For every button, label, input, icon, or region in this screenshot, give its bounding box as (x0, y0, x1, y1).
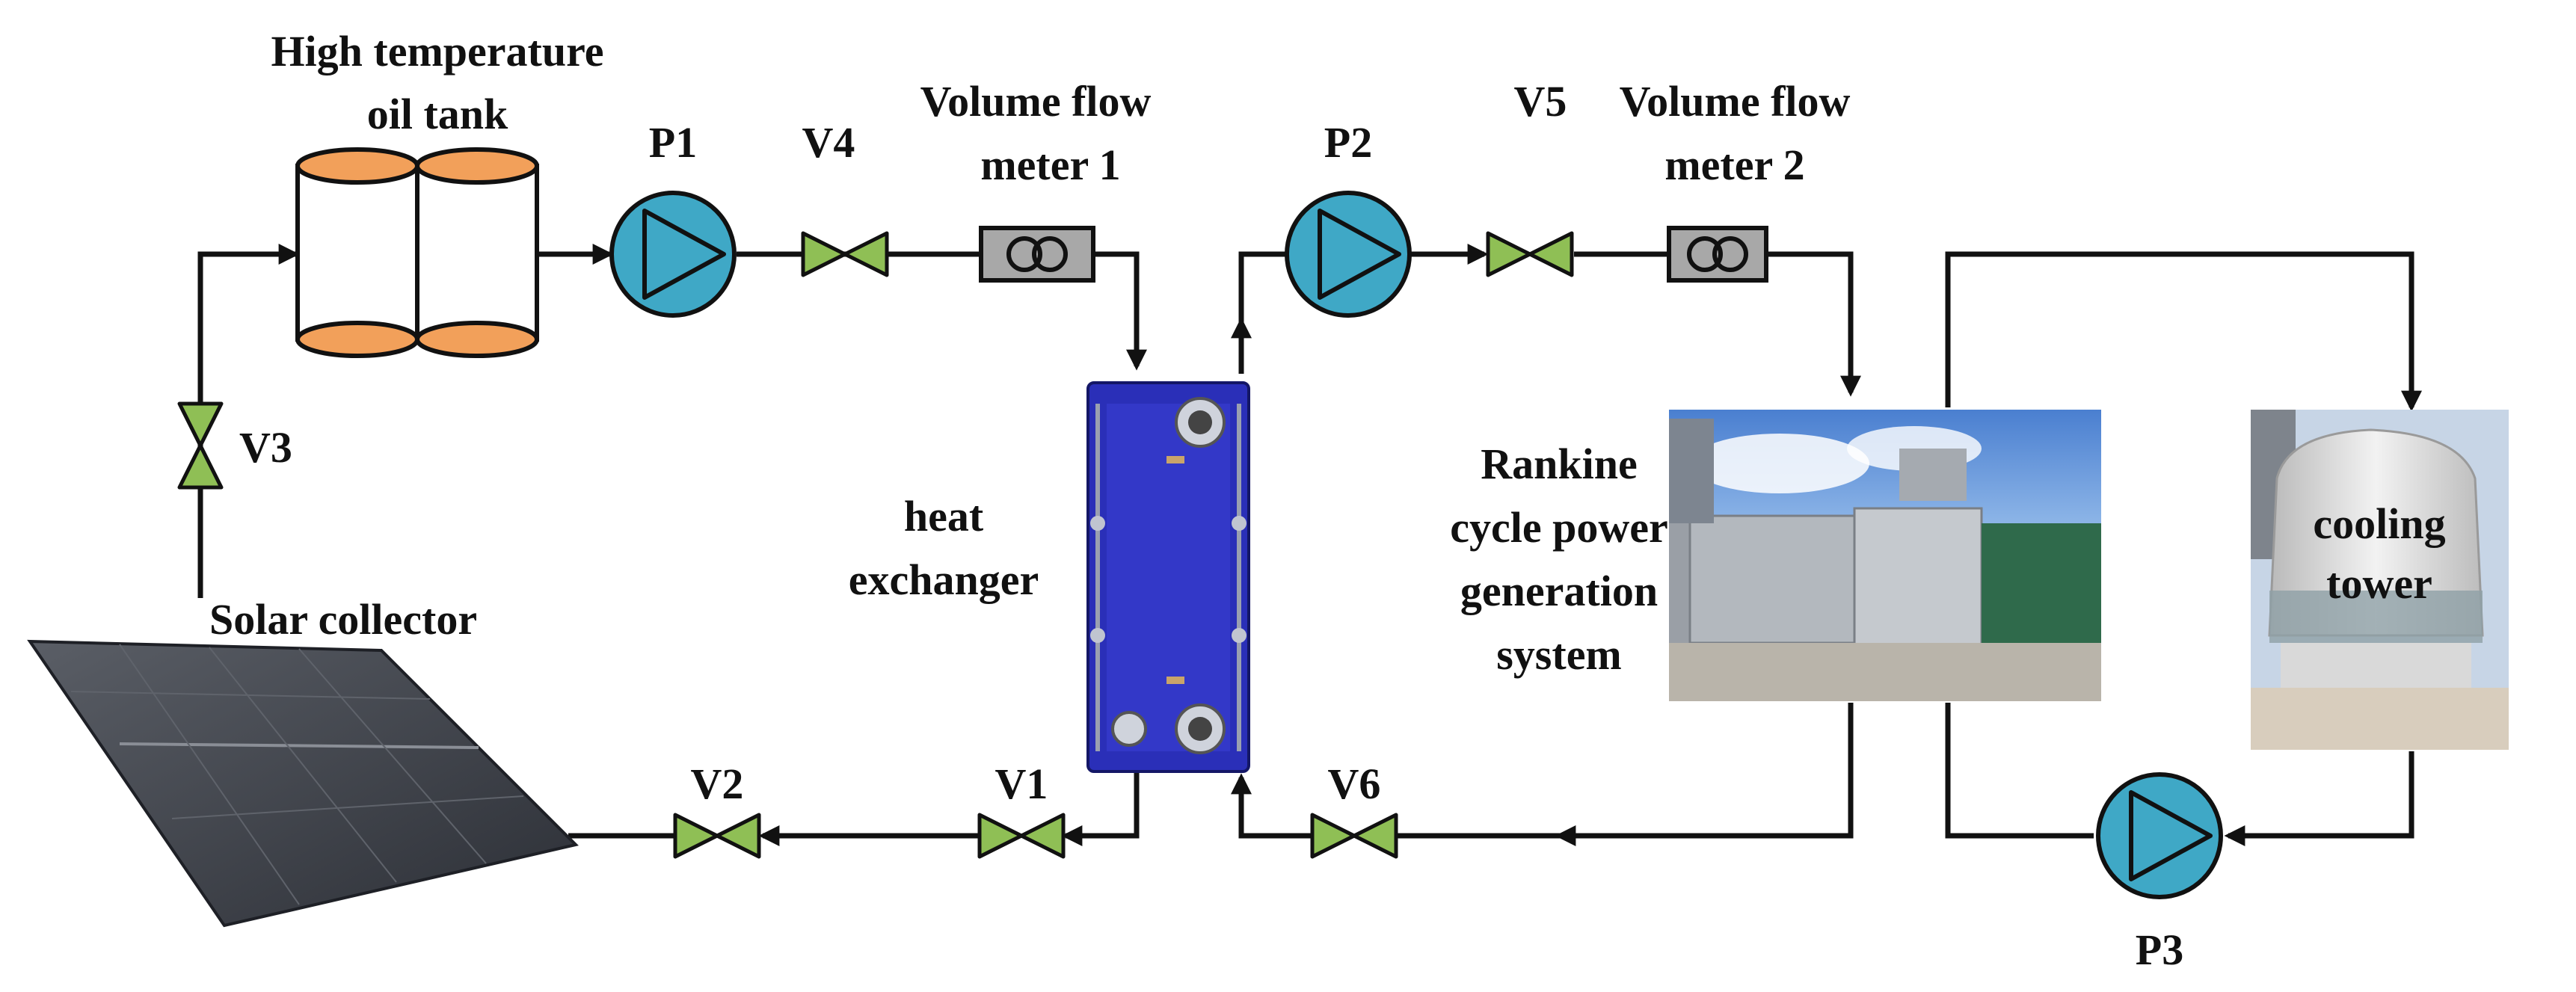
v5-label: V5 (1514, 77, 1567, 126)
v4-label: V4 (802, 118, 855, 167)
flow-meter-1: Volume flow meter 1 (920, 77, 1152, 283)
valve-icon (1310, 813, 1398, 859)
cooling-label-line2: tower (2326, 559, 2432, 608)
oil-tank: High temperature oil tank (271, 27, 604, 358)
v1-label: V1 (995, 760, 1048, 808)
heat-exchanger-label-line1: heat (904, 492, 984, 540)
rankine-label-line4: system (1496, 630, 1622, 679)
pump-icon (1285, 191, 1412, 318)
pump-icon (2096, 772, 2223, 899)
v2-label: V2 (691, 760, 744, 808)
pipe-network (197, 244, 2422, 846)
p2-label: P2 (1324, 118, 1372, 167)
valve-v6: V6 (1310, 760, 1398, 859)
meter2-label-line2: meter 2 (1664, 141, 1804, 189)
valve-icon (177, 401, 224, 490)
pump-icon (609, 191, 737, 318)
rankine-label-line3: generation (1460, 567, 1658, 615)
meter2-label-line1: Volume flow (1620, 77, 1851, 126)
flow-meter-2: Volume flow meter 2 (1620, 77, 1851, 283)
tank-label-line2: oil tank (367, 90, 508, 138)
pipe-rankine-to-tower (1945, 251, 2422, 412)
pipe-exchanger-to-p2 (1238, 251, 1286, 329)
meter1-label-line2: meter 1 (980, 141, 1120, 189)
rankine-label-line2: cycle power (1450, 503, 1667, 552)
v3-label: V3 (239, 423, 292, 472)
rankine-system: Rankine cycle power generation system (1450, 410, 2101, 701)
tank-icon (295, 147, 539, 358)
p3-label: P3 (2136, 925, 2183, 974)
pipe-exchanger-to-v1 (1061, 755, 1140, 846)
valve-icon (977, 813, 1066, 859)
valve-v1: V1 (977, 760, 1066, 859)
meter1-label-line1: Volume flow (920, 77, 1152, 126)
valve-icon (1486, 231, 1574, 277)
rankine-label-line1: Rankine (1481, 440, 1638, 488)
valve-icon (673, 813, 761, 859)
pump-p1: P1 (609, 118, 737, 318)
solar-label: Solar collector (209, 595, 477, 644)
pipe-meter2-to-rankine (1765, 251, 1861, 397)
pipe-p3-to-rankine (1945, 703, 2094, 839)
pipe-v6-to-exchanger (1231, 773, 1316, 839)
rankine-system-photo (1669, 410, 2101, 701)
cooling-label-line1: cooling (2313, 499, 2445, 548)
v6-label: V6 (1328, 760, 1381, 808)
solar-collector: Solar collector (27, 595, 579, 928)
heat-exchanger: heat exchanger (849, 381, 1250, 773)
flow-meter-icon (1667, 226, 1768, 283)
tank-label-line1: High temperature (271, 27, 603, 76)
pipe-rankine-return (1555, 703, 1854, 839)
valve-v3: V3 (177, 401, 292, 490)
heat-exchanger-image (1086, 381, 1250, 773)
cooling-tower-photo (2251, 410, 2509, 750)
pump-p3: P3 (2096, 772, 2223, 974)
p1-label: P1 (649, 118, 697, 167)
pipe-tower-to-p3 (2224, 751, 2414, 846)
flow-meter-icon (979, 226, 1095, 283)
valve-icon (801, 231, 889, 277)
heat-exchanger-label-line2: exchanger (849, 555, 1039, 604)
valve-v4: V4 (801, 118, 889, 277)
pump-p2: P2 (1285, 118, 1412, 318)
cooling-tower: cooling tower (2251, 410, 2509, 750)
valve-v5: V5 (1486, 77, 1574, 277)
solar-panel-image (27, 639, 579, 928)
valve-v2: V2 (673, 760, 761, 859)
